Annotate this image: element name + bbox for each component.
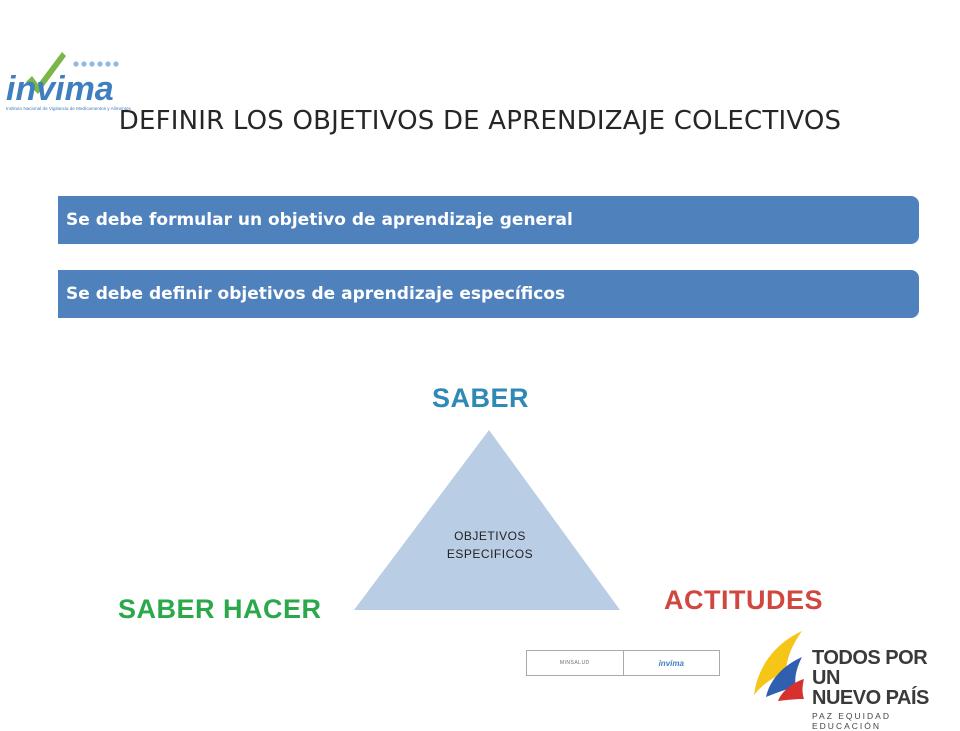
label-saber: SABER [432,383,530,413]
brand-text: TODOS POR UN NUEVO PAÍS PAZ EQUIDAD EDUC… [812,648,960,731]
triangle-center-label: OBJETIVOS ESPECIFICOS [410,527,570,563]
brand-line1: TODOS POR UN [812,647,928,689]
footer-invima-label: invima [658,658,684,668]
objectives-triangle [354,430,620,610]
footer-gov-label: MINSALUD [559,660,590,666]
objective-bar-specific: Se debe definir objetivos de aprendizaje… [58,270,919,318]
logo-wordmark: invima [6,70,114,108]
footer-gov-logo: MINSALUD [527,651,623,675]
logo-subtitle: Instituto Nacional de Vigilancia de Medi… [6,106,131,111]
brand-line3: PAZ EQUIDAD EDUCACIÓN [812,711,891,731]
brand-line2: NUEVO PAÍS [812,687,929,709]
invima-logo: invima Instituto Nacional de Vigilancia … [4,44,134,116]
objective-bar-general: Se debe formular un objetivo de aprendiz… [58,196,919,244]
page-title: DEFINIR LOS OBJETIVOS DE APRENDIZAJE COL… [118,106,842,136]
todos-por-un-nuevo-pais-emblem [754,631,804,701]
objective-bar-general-text: Se debe formular un objetivo de aprendiz… [66,210,573,230]
label-actitudes: ACTITUDES [664,585,823,615]
label-saber-hacer: SABER HACER [118,594,322,624]
triangle-center-line2: ESPECIFICOS [446,547,534,561]
footer-logo-strip: MINSALUD invima [526,650,720,676]
triangle-shape [354,430,620,610]
triangle-center-line1: OBJETIVOS [454,529,526,543]
objective-bar-specific-text: Se debe definir objetivos de aprendizaje… [66,284,566,304]
footer-invima-logo: invima [622,651,720,675]
